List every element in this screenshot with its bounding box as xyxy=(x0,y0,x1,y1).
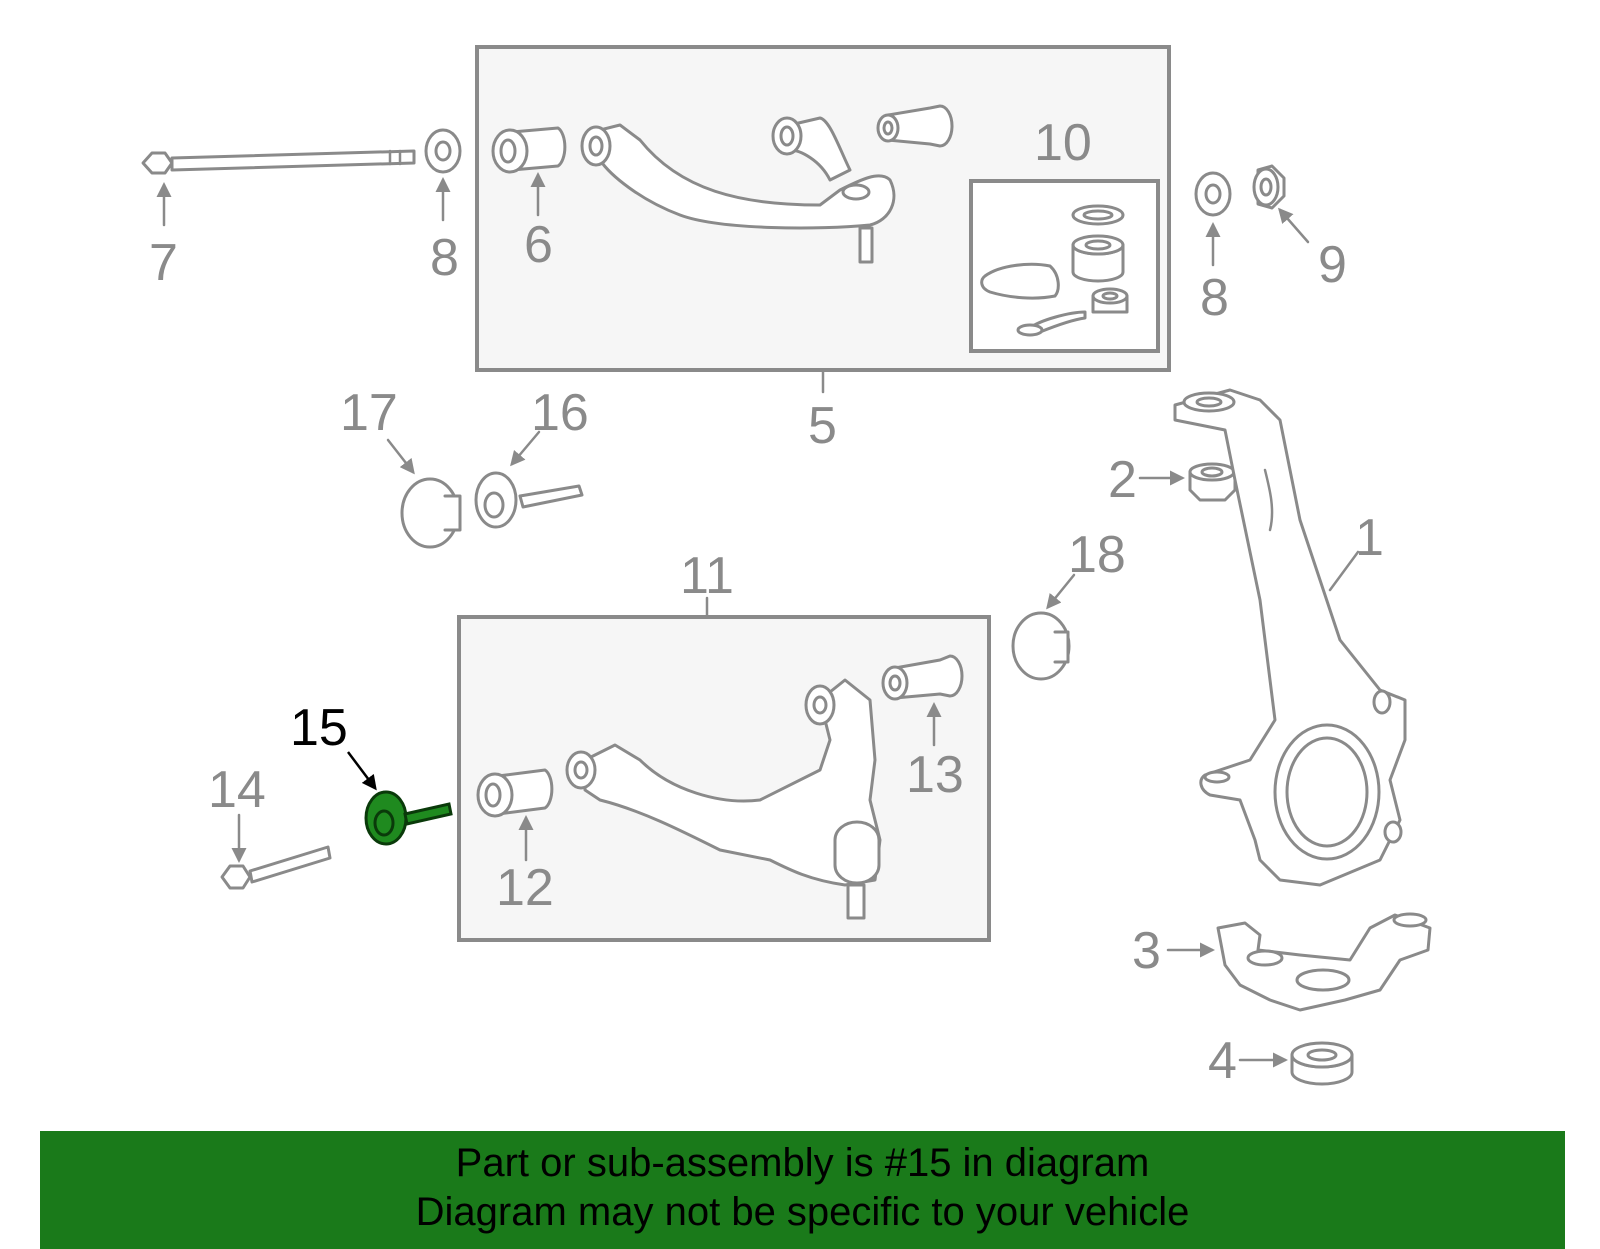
label-8-right: 8 xyxy=(1200,269,1229,327)
label-14: 14 xyxy=(208,761,266,819)
label-10: 10 xyxy=(1034,114,1092,172)
part-1-steering-knuckle xyxy=(1173,388,1407,887)
info-banner: Part or sub-assembly is #15 in diagram D… xyxy=(40,1131,1565,1249)
arrow-15 xyxy=(347,751,377,791)
label-7: 7 xyxy=(149,234,178,292)
part-16-cam-bolt xyxy=(474,471,584,529)
part-3-bracket xyxy=(1216,912,1432,1012)
arrow-18 xyxy=(1046,573,1076,610)
part-10-ball-joint-kit xyxy=(980,204,1129,337)
banner-line-1: Part or sub-assembly is #15 in diagram xyxy=(455,1141,1150,1185)
upper-control-arm xyxy=(580,116,896,264)
label-9: 9 xyxy=(1318,236,1347,294)
label-2: 2 xyxy=(1108,451,1137,509)
label-8-left: 8 xyxy=(430,229,459,287)
label-13: 13 xyxy=(906,746,964,804)
label-12: 12 xyxy=(496,859,554,917)
label-18: 18 xyxy=(1068,526,1126,584)
part-6-bushing xyxy=(491,126,567,174)
arrow-9 xyxy=(1278,207,1310,244)
label-15: 15 xyxy=(290,699,348,757)
part-18-cap xyxy=(1011,611,1071,681)
banner-line-2: Diagram may not be specific to your vehi… xyxy=(415,1190,1190,1234)
part-13-bushing xyxy=(881,654,964,701)
label-16: 16 xyxy=(531,384,589,442)
part-8-washer-left xyxy=(424,128,462,174)
part-14-bolt xyxy=(220,845,332,890)
label-1: 1 xyxy=(1355,509,1384,567)
label-11: 11 xyxy=(680,547,734,605)
part-2-nut xyxy=(1188,462,1237,502)
part-7-bolt xyxy=(141,149,416,175)
lower-control-arm xyxy=(565,678,882,920)
part-8-washer-right xyxy=(1194,171,1232,217)
arrow-16 xyxy=(510,430,541,467)
arrow-17 xyxy=(386,438,415,475)
label-3: 3 xyxy=(1132,922,1161,980)
leader-1 xyxy=(1328,550,1360,592)
part-17-cam-washer xyxy=(400,477,462,549)
ball-joint-kit-box xyxy=(969,179,1160,353)
label-4: 4 xyxy=(1208,1032,1237,1090)
label-6: 6 xyxy=(524,216,553,274)
label-17: 17 xyxy=(340,384,398,442)
label-5: 5 xyxy=(808,397,837,455)
part-15-cam-bolt-highlighted[interactable] xyxy=(364,790,453,846)
upper-rear-bushing xyxy=(876,104,954,148)
part-4-nut xyxy=(1290,1041,1354,1086)
part-9-nut xyxy=(1252,164,1286,210)
part-12-bushing xyxy=(476,768,554,818)
